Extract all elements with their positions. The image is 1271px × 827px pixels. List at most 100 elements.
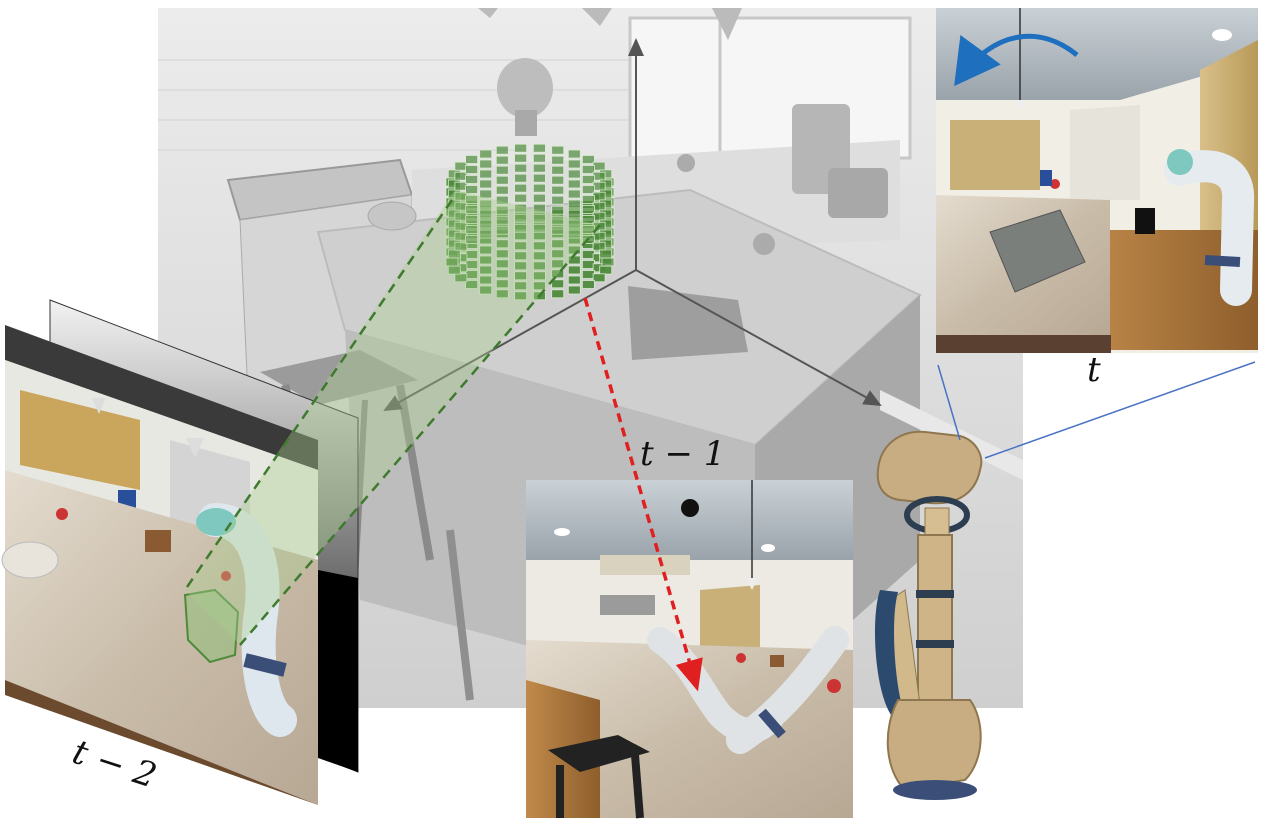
voxel: [533, 183, 546, 193]
voxel: [533, 203, 546, 213]
voxel: [479, 255, 493, 265]
voxel: [567, 179, 581, 189]
voxel-object: [445, 143, 615, 301]
rgb-image-t-minus-2: [1, 325, 318, 805]
voxel: [495, 185, 509, 195]
voxel: [479, 265, 493, 275]
voxel: [465, 225, 479, 234]
voxel: [465, 215, 479, 224]
voxel: [592, 171, 606, 181]
voxel: [567, 209, 581, 219]
voxel: [479, 179, 493, 189]
voxel: [551, 175, 565, 185]
voxel: [495, 239, 509, 249]
axis-x: [383, 269, 637, 411]
voxel: [551, 185, 565, 195]
voxel: [447, 249, 461, 259]
voxel: [479, 219, 493, 229]
voxel: [567, 285, 581, 295]
voxel: [567, 265, 581, 275]
voxel: [454, 181, 468, 191]
voxel: [551, 269, 565, 279]
voxel: [592, 181, 606, 191]
view-frustum: [183, 190, 601, 646]
voxel: [533, 213, 546, 223]
voxel: [514, 193, 527, 203]
voxel: [582, 155, 595, 164]
voxel: [495, 165, 509, 175]
voxel: [567, 149, 581, 159]
voxel: [582, 195, 595, 204]
voxel: [479, 149, 493, 159]
voxel: [533, 251, 546, 261]
voxel: [582, 185, 595, 194]
voxel: [514, 183, 527, 193]
voxel: [599, 249, 613, 259]
voxel: [551, 249, 565, 259]
voxel: [592, 201, 606, 211]
voxel: [514, 261, 527, 271]
voxel: [533, 173, 546, 183]
voxel: [567, 159, 581, 169]
camera-link: [937, 361, 1256, 459]
frame-t-minus-2: [1, 299, 359, 805]
voxel: [495, 155, 509, 165]
voxel: [567, 229, 581, 239]
voxel: [551, 279, 565, 289]
voxel: [514, 173, 527, 183]
voxel: [582, 225, 595, 234]
voxel: [454, 273, 468, 283]
voxel: [592, 191, 606, 201]
voxel: [592, 161, 606, 171]
label-frame-t: t: [1087, 350, 1101, 390]
axis-y: [635, 269, 882, 406]
voxel: [465, 155, 479, 164]
voxel: [567, 275, 581, 285]
projection-arrow: [583, 297, 703, 692]
voxel: [514, 223, 527, 233]
voxel: [533, 223, 546, 233]
voxel: [533, 163, 546, 173]
voxel: [567, 169, 581, 179]
voxel: [465, 175, 479, 184]
voxel: [592, 231, 606, 241]
voxel: [551, 155, 565, 165]
voxel: [533, 261, 546, 271]
voxel: [479, 199, 493, 209]
voxel: [495, 145, 509, 155]
voxel: [495, 225, 509, 235]
voxel: [592, 241, 606, 251]
voxel: [479, 159, 493, 169]
voxel: [495, 259, 509, 269]
voxel: [479, 285, 493, 295]
voxel: [567, 219, 581, 229]
voxel: [514, 251, 527, 261]
voxel: [551, 239, 565, 249]
voxel: [465, 185, 479, 194]
voxel: [495, 195, 509, 205]
voxel: [582, 175, 595, 184]
voxel: [551, 145, 565, 155]
voxel: [582, 280, 595, 289]
voxel: [582, 165, 595, 174]
voxel: [495, 215, 509, 225]
voxel: [533, 241, 546, 251]
robot: [875, 430, 983, 800]
voxel: [479, 189, 493, 199]
voxel: [465, 165, 479, 174]
voxel: [551, 225, 565, 235]
voxel: [582, 260, 595, 269]
frame-t-minus-1: [526, 480, 853, 819]
voxel: [495, 269, 509, 279]
voxel: [514, 291, 527, 301]
voxel: [479, 209, 493, 219]
voxel: [551, 259, 565, 269]
rotation-arrow: [954, 33, 1079, 87]
voxel: [495, 175, 509, 185]
voxel: [582, 270, 595, 279]
voxel: [567, 199, 581, 209]
voxel: [454, 161, 468, 171]
voxel: [479, 229, 493, 239]
label-frame-t-minus-1: t − 1: [640, 434, 726, 474]
